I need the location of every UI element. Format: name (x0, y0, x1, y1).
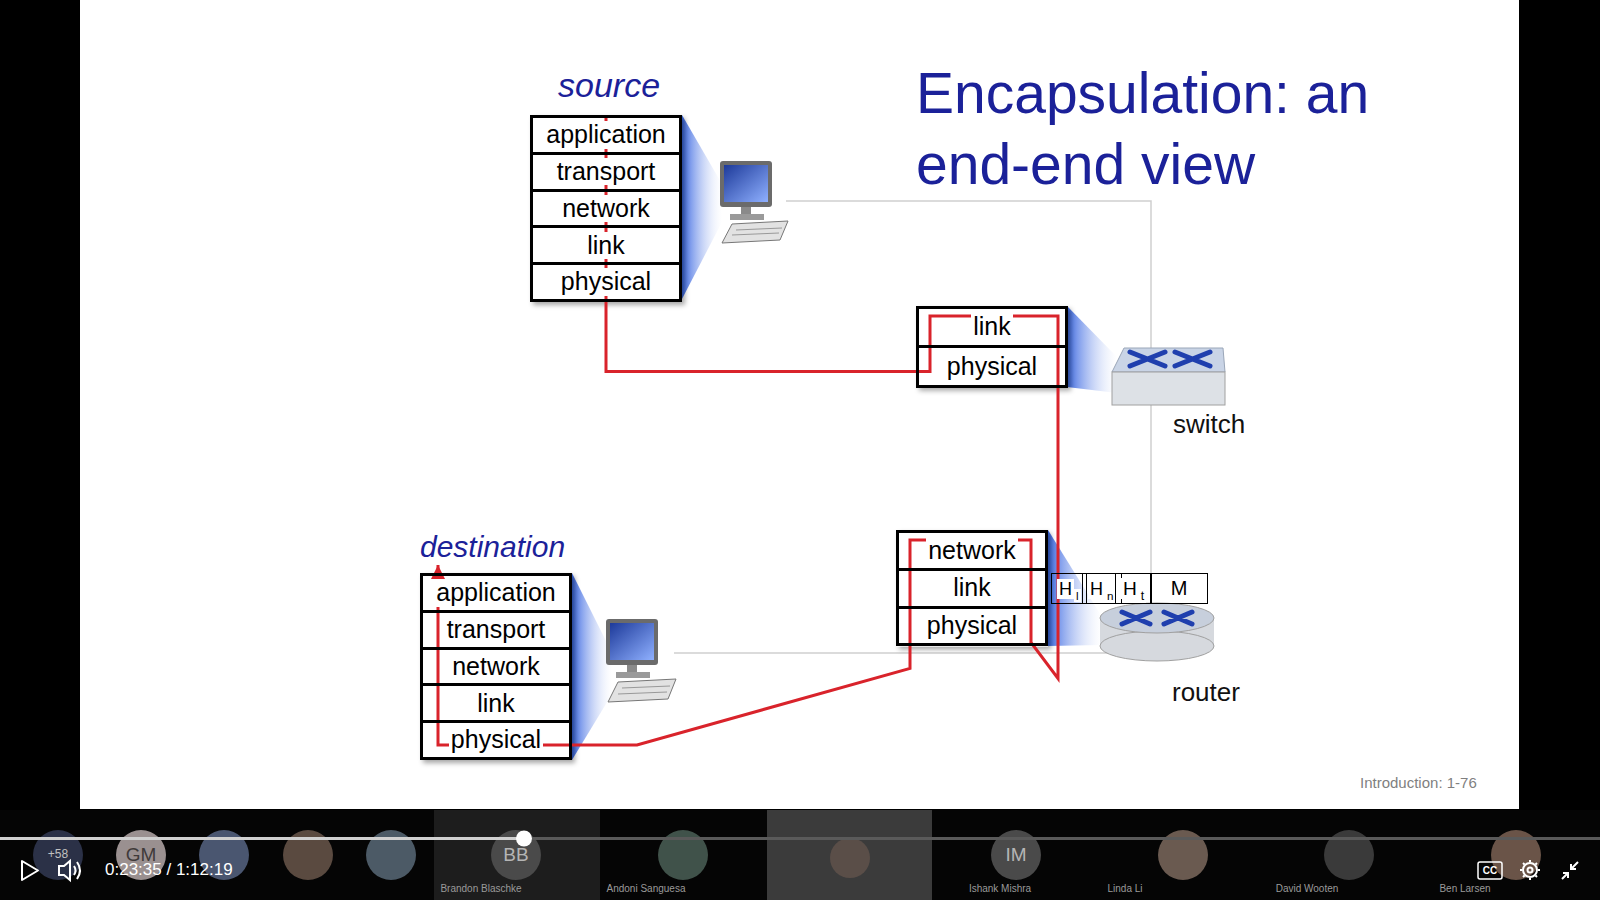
device-label: router (1170, 678, 1242, 708)
protocol-layer: network (530, 189, 682, 229)
stack-frame (896, 530, 1048, 646)
progress-played (0, 837, 524, 840)
protocol-layer: network (420, 647, 572, 687)
stack-frame (530, 115, 682, 302)
layer-name: physical (925, 612, 1019, 640)
header-letter: M (1169, 577, 1190, 599)
background-wire (674, 201, 1151, 653)
protocol-layer: physical (420, 720, 572, 760)
layer-name: network (926, 537, 1018, 565)
layer-name: link (475, 690, 517, 718)
header-field: M (1150, 573, 1208, 604)
layer-name: link (951, 574, 993, 602)
stack-frame (420, 573, 572, 760)
playback-time: 0:23:35 / 1:12:19 (105, 860, 233, 880)
participant-tile (434, 810, 600, 900)
layer-name: transport (445, 616, 548, 644)
switch-icon (1112, 348, 1225, 405)
volume-button (59, 861, 80, 880)
layer-name: link (585, 232, 627, 260)
router-icon (1100, 603, 1214, 661)
header-letter: H (1088, 579, 1105, 599)
protocol-layer: link (896, 568, 1048, 609)
minimize-button (1562, 862, 1578, 879)
layer-name: link (971, 313, 1013, 341)
participant-count: +58 (48, 848, 68, 862)
settings-button (1520, 860, 1540, 880)
endpoint-label: source (556, 66, 662, 105)
device-label: switch (1171, 410, 1247, 440)
protocol-layer: physical (530, 262, 682, 302)
protocol-layer: physical (916, 345, 1068, 387)
header-field: Ht (1115, 573, 1152, 604)
path-line (438, 115, 1058, 745)
captions-button (1478, 862, 1502, 879)
layer-name: network (450, 653, 542, 681)
protocol-layer: physical (896, 606, 1048, 647)
layer-wedge (1067, 306, 1117, 393)
layer-wedge (682, 115, 722, 299)
computer-icon (606, 619, 676, 702)
header-subscript: l (1074, 589, 1081, 602)
protocol-layer: network (896, 530, 1048, 571)
slide-title: Encapsulation: an end-end view (916, 58, 1436, 200)
layer-name: physical (559, 268, 653, 296)
layer-wedge (572, 573, 612, 760)
layer-name: application (544, 121, 668, 149)
captions-button-text: CC (1483, 865, 1497, 877)
arrow-head (431, 565, 445, 579)
protocol-layer: application (530, 115, 682, 155)
endpoint-label: destination (418, 530, 567, 565)
protocol-layer: link (916, 306, 1068, 348)
data-path (431, 115, 1058, 745)
header-letter: H (1121, 578, 1139, 599)
participant-name: Ishank Mishra (969, 883, 1031, 895)
header-letter: H (1057, 579, 1074, 599)
protocol-layer: transport (420, 610, 572, 650)
participant-name: Andoni Sanguesa (607, 883, 686, 895)
avatar-initials: IM (1005, 844, 1026, 866)
play-button (22, 861, 38, 880)
avatar-initials: BB (503, 844, 528, 866)
layer-name: physical (449, 726, 543, 754)
progress-track (0, 837, 1600, 840)
layer-name: application (434, 579, 558, 607)
participant-video-head (830, 838, 870, 878)
layer-name: physical (945, 353, 1039, 381)
protocol-layer: link (420, 683, 572, 723)
protocol-layer: transport (530, 152, 682, 192)
participant-name: Brandon Blaschke (440, 883, 521, 895)
participant-name: Ben Larsen (1439, 883, 1490, 895)
header-subscript: t (1139, 589, 1146, 603)
participant-name: David Wooten (1276, 883, 1339, 895)
layer-name: network (560, 195, 652, 223)
participant-name: Linda Li (1107, 883, 1142, 895)
stack-frame (916, 306, 1068, 388)
computer-icon (720, 161, 788, 243)
player-bar (0, 810, 1600, 900)
protocol-layer: link (530, 225, 682, 265)
layer-name: transport (555, 158, 658, 186)
slide-number: Introduction: 1-76 (1360, 774, 1477, 791)
slide-background (80, 0, 1519, 809)
header-subscript: n (1105, 589, 1116, 602)
protocol-layer: application (420, 573, 572, 613)
participant-video (767, 810, 932, 900)
